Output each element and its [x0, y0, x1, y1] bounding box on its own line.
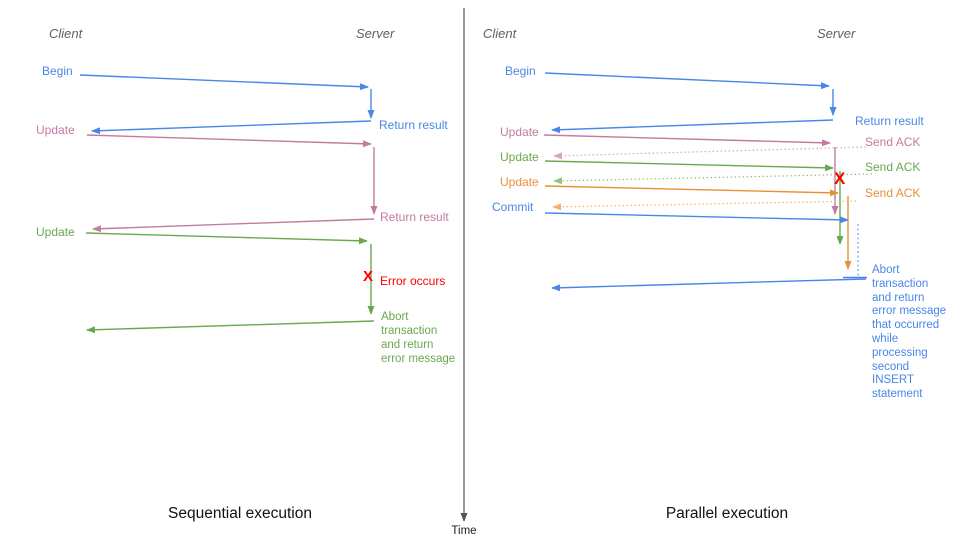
update1-label-left: Update: [36, 123, 75, 137]
error-x-mark-right: X: [834, 169, 846, 188]
begin-call-left: [79, 74, 369, 91]
ack3-dotted-right: [552, 200, 857, 211]
server-header-left: Server: [356, 26, 395, 41]
return-final-right: [551, 278, 867, 292]
begin-label-left: Begin: [42, 64, 73, 78]
caption-parallel-execution: Parallel execution: [665, 505, 789, 522]
error-x-mark-left: X: [363, 268, 374, 285]
client-header-right: Client: [483, 26, 517, 41]
return1-right: [551, 119, 834, 134]
return3-left: [86, 320, 375, 334]
update2-call-left: [85, 232, 368, 245]
update2-label-right: Update: [500, 150, 539, 164]
update3-label-right: Update: [500, 175, 539, 189]
server-header-right: Server: [817, 26, 856, 41]
send-ack3-label: Send ACK: [865, 186, 921, 200]
update1-call-left: [86, 134, 372, 148]
send-ack2-label: Send ACK: [865, 160, 921, 174]
abort-message-left: Abort transaction and return error messa…: [381, 311, 456, 365]
commit-label-right: Commit: [492, 200, 534, 214]
return1-left: [91, 120, 372, 135]
update1-call-right: [543, 134, 831, 147]
update2-call-right: [544, 160, 834, 172]
begin-label-right: Begin: [505, 64, 536, 78]
send-ack1-label: Send ACK: [865, 135, 921, 149]
error-occurs-label: Error occurs: [380, 274, 446, 288]
update3-call-right: [544, 185, 839, 197]
return-result1-label-left: Return result: [379, 118, 448, 132]
return-result-label-right: Return result: [855, 114, 924, 128]
return2-left: [92, 218, 375, 233]
time-axis-label: Time: [451, 525, 477, 537]
ack2-dotted-right: [553, 173, 873, 185]
update2-label-left: Update: [36, 225, 75, 239]
abort-message-right: Abort transaction and return error messa…: [872, 264, 947, 401]
commit-call-right: [544, 212, 849, 224]
caption-sequential-execution: Sequential execution: [168, 505, 312, 522]
update1-label-right: Update: [500, 125, 539, 139]
client-header-left: Client: [49, 26, 83, 41]
begin-call-right: [544, 72, 830, 90]
ack1-dotted-right: [553, 146, 867, 160]
return-result2-label-left: Return result: [380, 210, 449, 224]
